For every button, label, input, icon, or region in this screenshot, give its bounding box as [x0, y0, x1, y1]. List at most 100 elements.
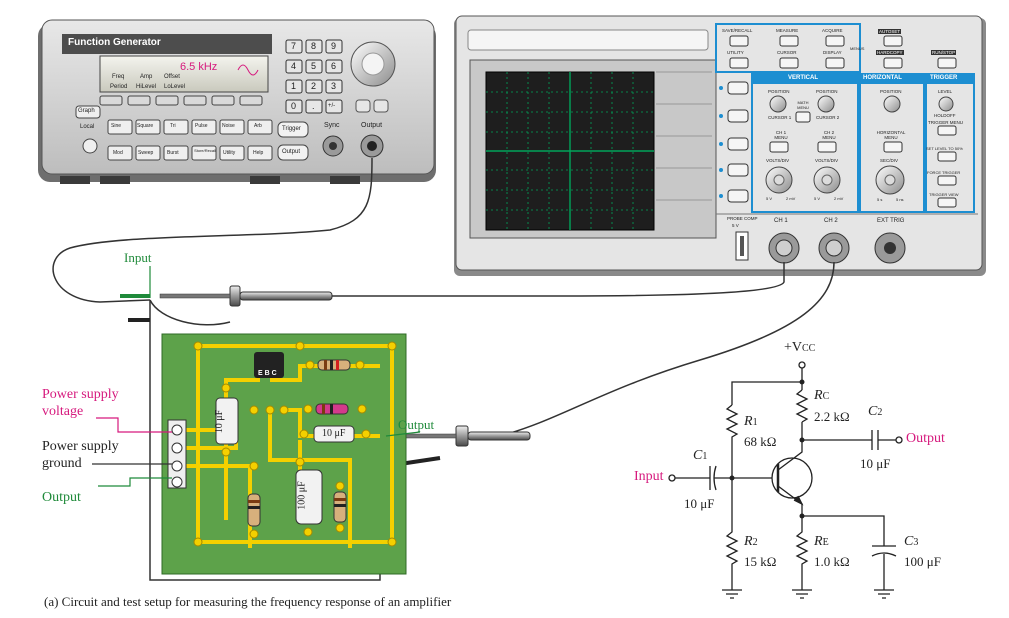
rc-value: 2.2 kΩ	[814, 409, 850, 424]
fg-graph-button[interactable]	[75, 105, 101, 119]
fg-softkeys[interactable]	[99, 95, 263, 106]
fg-key-7: 7	[291, 41, 297, 51]
fg-keypad[interactable]	[285, 39, 343, 114]
vcc-label: +VCC	[784, 340, 816, 355]
output-left-label: Output	[42, 490, 81, 505]
r2-value: 15 kΩ	[744, 554, 777, 569]
scope-menu-measure: MEASURE	[776, 28, 799, 33]
fg-output-cable	[52, 157, 373, 303]
output-probe	[379, 425, 531, 466]
resistor-rc-symbol	[795, 389, 809, 423]
scope-menu-frame	[715, 23, 861, 73]
board-pads	[193, 341, 397, 547]
trigger-view-label: TRIGGER VIEW	[929, 192, 959, 197]
capacitor-c2-body	[313, 425, 355, 443]
r2-name: R2	[744, 534, 758, 549]
power-supply-voltage-label: Power supply voltage	[42, 386, 119, 420]
ch2-menu-label: CH 2 MENU	[822, 130, 836, 140]
terminal-block	[167, 419, 187, 489]
output-terminal	[895, 436, 903, 444]
fg-key-0: 0	[291, 101, 297, 111]
terminal-screws	[171, 424, 183, 488]
fg-mode-mod: Mod	[113, 150, 123, 156]
output-probe-label: Output	[398, 417, 435, 432]
oscilloscope	[454, 15, 986, 276]
capacitor-c3-label: 100 μF	[296, 481, 308, 510]
horizontal-position-knob[interactable]	[883, 95, 901, 113]
c1-name: C1	[693, 448, 708, 463]
fg-wave-square: Square	[137, 123, 154, 129]
ch2-range-a: 5 V	[814, 196, 821, 201]
trigger-view-button[interactable]	[937, 197, 957, 208]
input-terminal	[668, 474, 676, 482]
capacitor-c3-plate-bottom	[871, 552, 897, 557]
fg-output-button[interactable]	[277, 144, 309, 161]
scope-section-header-bar	[752, 74, 974, 84]
fg-local-button[interactable]	[82, 138, 98, 154]
ch2-menu-button[interactable]	[817, 141, 837, 153]
cursor2-label: CURSOR 2	[816, 115, 840, 120]
fg-mode-buttons[interactable]	[107, 145, 273, 161]
set-level-button[interactable]	[937, 151, 957, 162]
fg-sync-label: Sync	[324, 122, 340, 129]
input-probe	[120, 285, 333, 322]
fg-key-5: 5	[311, 61, 317, 71]
protoboard	[161, 333, 407, 575]
fg-mode-burst: Burst	[167, 150, 179, 156]
force-trigger-button[interactable]	[937, 175, 957, 186]
ch2-position-label: POSITION	[816, 89, 838, 94]
ch2-position-knob[interactable]	[817, 95, 835, 113]
horizontal-menu-button[interactable]	[883, 141, 903, 153]
set-level-label: SET LEVEL TO 50%	[926, 146, 963, 151]
label-leaders	[92, 266, 421, 487]
rc-name: RC	[814, 388, 830, 403]
fg-left-arrow-button[interactable]	[355, 99, 371, 113]
ch1-position-knob[interactable]	[769, 95, 787, 113]
trigger-level-knob[interactable]	[938, 96, 954, 112]
resistor-top	[317, 359, 351, 371]
ch1-label: CH 1	[774, 218, 788, 224]
ground-r2	[722, 589, 742, 599]
vcc-rail	[731, 368, 803, 405]
transistor	[254, 352, 284, 378]
fg-wave-buttons[interactable]	[107, 119, 273, 135]
math-menu-label: MATH MENU	[797, 100, 809, 110]
fg-mode-help: Help	[253, 150, 264, 156]
fg-display-label-amp: Amp	[140, 74, 153, 80]
scope-graticule	[486, 72, 654, 230]
fg-trigger-button[interactable]	[277, 121, 309, 138]
resistor-r2-symbol	[725, 478, 739, 590]
c1-value: 10 μF	[684, 496, 715, 511]
fg-foot-right	[250, 176, 280, 184]
fg-display-label-freq: Freq	[112, 74, 125, 80]
scope-menu-buttons[interactable]	[729, 35, 845, 69]
fg-local-label: Local	[80, 124, 95, 130]
probe-comp-label: PROBE COMP	[727, 216, 758, 221]
scope-top-right-buttons[interactable]	[883, 35, 957, 69]
capacitor-c1-body	[215, 397, 239, 445]
fg-wave-sine: Sine	[111, 123, 122, 129]
cursor1-label: CURSOR 1	[768, 115, 792, 120]
fg-mode-sweep: Sweep	[138, 150, 154, 156]
sec-div-label: SEC/DIV	[880, 158, 899, 163]
vcc-node	[798, 361, 806, 369]
trigger-menu-button[interactable]	[937, 125, 957, 136]
fg-right-arrow-button[interactable]	[373, 99, 389, 113]
fg-wave-tri: Tri	[170, 123, 176, 129]
ext-trig-label: EXT TRIG	[877, 218, 905, 224]
ch1-range-a: 5 V	[766, 196, 773, 201]
ch2-label: CH 2	[824, 218, 838, 224]
scope-option-buttons[interactable]	[727, 81, 749, 203]
scope-vertical-label: VERTICAL	[788, 75, 818, 81]
scope-horizontal-label: HORIZONTAL	[863, 75, 902, 81]
figure-caption: (a) Circuit and test setup for measuring…	[44, 594, 452, 609]
math-menu-button[interactable]	[795, 111, 811, 123]
resistor-bottom-left	[247, 493, 261, 527]
ch1-range-b: 2 mV	[786, 196, 796, 201]
resistor-re-symbol	[795, 516, 809, 590]
fg-title-strip	[62, 34, 272, 54]
ch2-probe-cable	[499, 261, 835, 437]
ch1-menu-button[interactable]	[769, 141, 789, 153]
